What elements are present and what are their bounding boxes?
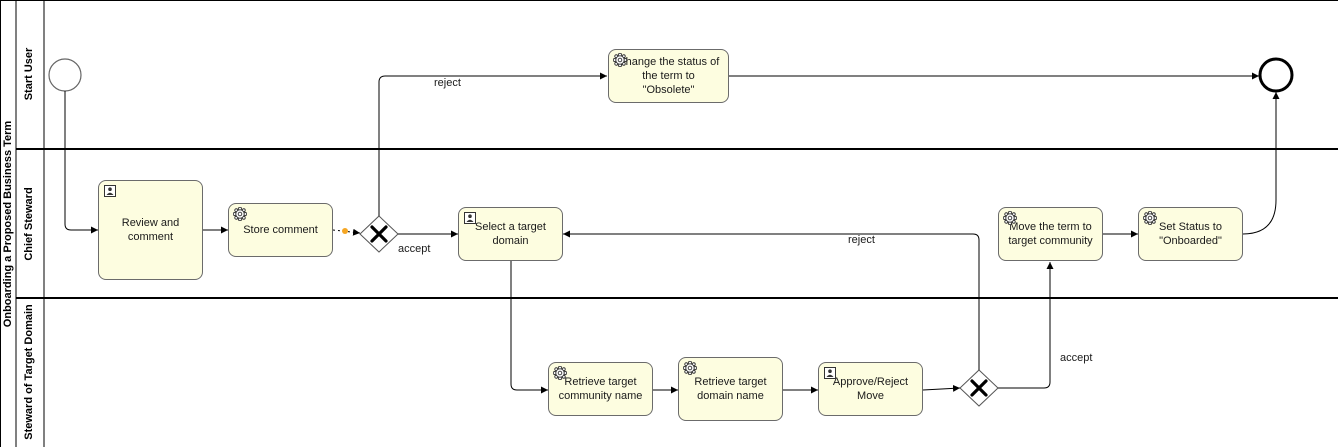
- task-change-status[interactable]: Change the status of the term to "Obsole…: [608, 49, 729, 103]
- edge-label-reject-top: reject: [434, 77, 461, 89]
- task-retrieve-community[interactable]: Retrieve target community name: [548, 362, 653, 416]
- task-approve-reject[interactable]: Approve/Reject Move: [818, 362, 923, 416]
- gateway-2[interactable]: [959, 369, 999, 407]
- flow-gateway-reject-to-select: [563, 230, 980, 370]
- gear-icon: [232, 206, 248, 222]
- task-store-comment[interactable]: Store comment: [228, 203, 333, 257]
- task-label: Retrieve target domain name: [694, 376, 767, 402]
- task-label: Review and comment: [121, 217, 180, 243]
- end-event[interactable]: [1258, 57, 1294, 93]
- user-task-icon: [463, 211, 477, 225]
- flow-gateway-reject-to-change: [378, 72, 607, 216]
- task-label: Select a target domain: [475, 221, 546, 247]
- lane-label-chief-steward: Chief Steward: [23, 187, 35, 261]
- task-review-and-comment[interactable]: Review and comment: [98, 180, 203, 280]
- flow-approve-to-gateway: [922, 384, 961, 392]
- user-task-icon: [103, 184, 117, 198]
- task-label: Approve/Reject Move: [832, 376, 909, 402]
- task-move-term[interactable]: Move the term to target community: [998, 207, 1103, 261]
- edge-label-accept-left: accept: [398, 243, 431, 255]
- task-retrieve-domain[interactable]: Retrieve target domain name: [678, 357, 783, 421]
- task-label: Retrieve target community name: [558, 376, 643, 402]
- lane-label-steward-target: Steward of Target Domain: [23, 304, 35, 440]
- task-label: Move the term to target community: [1008, 221, 1093, 247]
- edge-label-accept-right: accept: [1060, 352, 1093, 364]
- task-set-status[interactable]: Set Status to "Onboarded": [1138, 207, 1243, 261]
- gear-icon: [682, 360, 698, 376]
- gear-icon: [552, 365, 568, 381]
- gear-icon: [1142, 210, 1158, 226]
- edge-label-reject-mid: reject: [848, 234, 875, 246]
- task-label: Set Status to "Onboarded": [1159, 221, 1222, 247]
- pool-label: Onboarding a Proposed Business Term: [2, 120, 14, 328]
- gear-icon: [612, 52, 628, 68]
- gateway-1[interactable]: [359, 215, 399, 253]
- flow-start-to-review: [64, 91, 98, 234]
- flow-gateway-accept-to-move: [998, 262, 1054, 389]
- task-select-target-domain[interactable]: Select a target domain: [458, 207, 563, 261]
- flow-marker-dot: [342, 228, 348, 234]
- lane-label-start-user: Start User: [23, 47, 35, 101]
- flow-select-to-retrieve: [510, 261, 548, 394]
- user-task-icon: [823, 366, 837, 380]
- flow-set-status-to-end: [1242, 92, 1280, 235]
- task-label: Store comment: [243, 224, 318, 236]
- start-event[interactable]: [48, 58, 82, 92]
- gear-icon: [1002, 210, 1018, 226]
- task-label: Change the status of the term to "Obsole…: [617, 56, 720, 96]
